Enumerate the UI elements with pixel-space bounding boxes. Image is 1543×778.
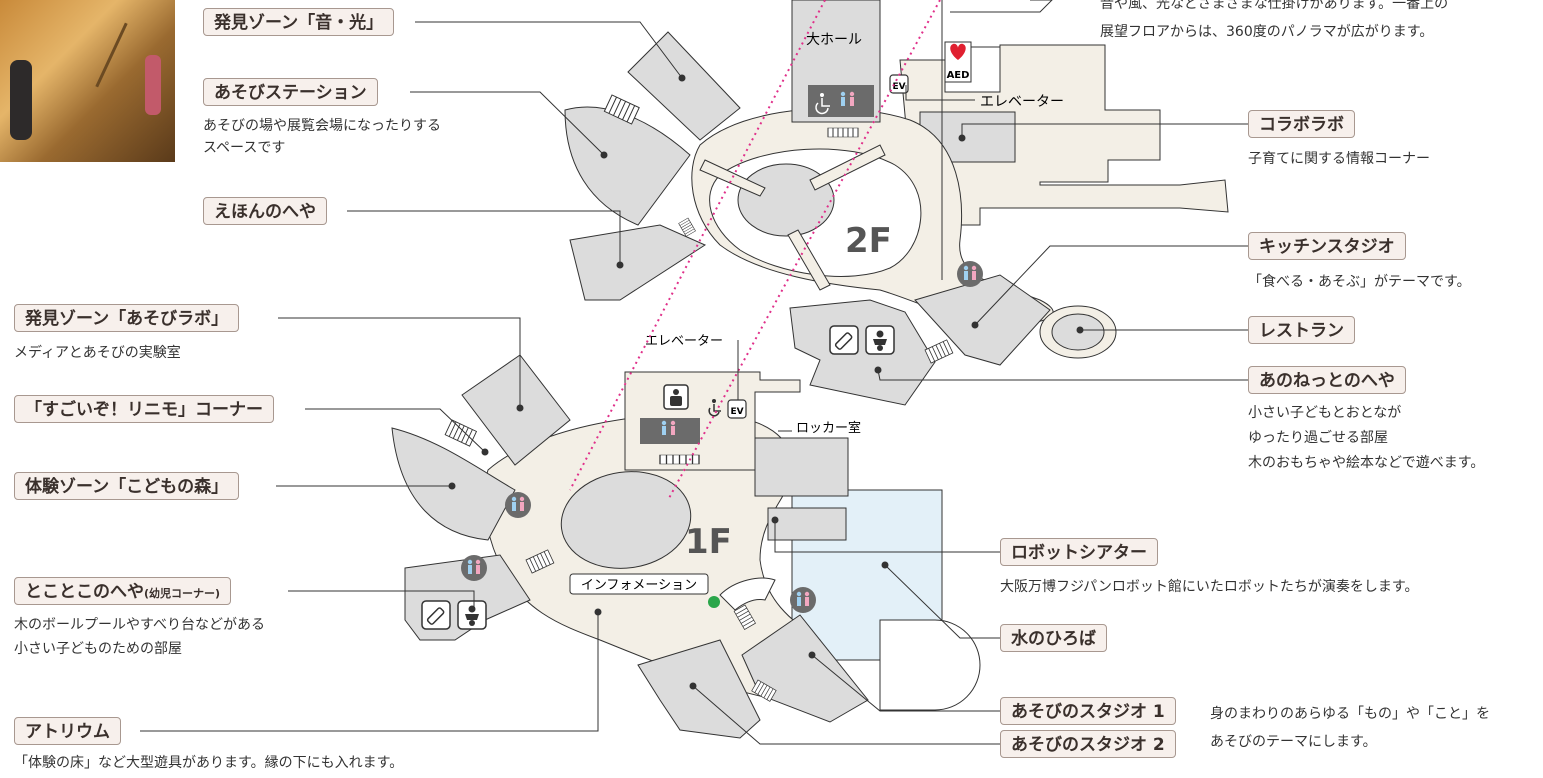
- floor-1f: EV インフォメーション エレベーター ロッカー室 1F: [391, 334, 981, 739]
- info-point-icon: [708, 596, 720, 608]
- desc-anonetto-3: 木のおもちゃや絵本などで遊べます。: [1248, 455, 1485, 471]
- floor-2f-label: 2F: [845, 221, 892, 261]
- baby-bottle-icon: [829, 325, 859, 355]
- dai-hall-label: 大ホール: [806, 32, 862, 48]
- nursing-room-icon: [663, 384, 689, 410]
- label-restaurant: レストラン: [1248, 316, 1355, 344]
- aed-icon: AED: [944, 41, 972, 83]
- label-studio2: あそびのスタジオ 2: [1000, 730, 1176, 758]
- desc-asobi-station-2: スペースです: [203, 140, 286, 156]
- locker-room-label: ロッカー室: [796, 420, 861, 436]
- desc-collabo: 子育てに関する情報コーナー: [1248, 151, 1430, 167]
- toilet-icon: [505, 492, 531, 518]
- ev-text-1f: EV: [730, 407, 743, 417]
- top-description-line1: 音や風、光などさまざまな仕掛けがあります。一番上の: [1100, 0, 1449, 12]
- diaper-change-icon: [457, 600, 487, 630]
- desc-hakken-labo: メディアとあそびの実験室: [14, 345, 181, 361]
- label-hakken-labo: 発見ゾーン「あそびラボ」: [14, 304, 240, 332]
- top-description-line2: 展望フロアからは、360度のパノラマが広がります。: [1100, 24, 1434, 40]
- label-mizu: 水のひろば: [1000, 624, 1107, 652]
- label-robot: ロボットシアター: [1000, 538, 1158, 566]
- label-sugoizo: 「すごいぞ！リニモ」コーナー: [14, 395, 274, 423]
- label-hakken-oto: 発見ゾーン「音・光」: [203, 8, 395, 36]
- toilet-icon: [661, 420, 676, 435]
- desc-atrium: 「体験の床」など大型遊具があります。縁の下にも入れます。: [14, 755, 404, 771]
- label-tokotoko: とことこのへや(幼児コーナー): [14, 577, 232, 605]
- floor-2f: EV AED 大ホール エレベーター 2F: [564, 0, 1229, 406]
- label-collabo: コラボラボ: [1248, 110, 1355, 138]
- floor-connector-lines: [569, 0, 941, 501]
- label-asobi-station: あそびステーション: [203, 78, 378, 106]
- label-anonetto: あのねっとのへや: [1248, 366, 1406, 394]
- svg-text:AED: AED: [947, 70, 970, 81]
- wheelchair-icon: [708, 399, 721, 417]
- elevator-label-1f: エレベーター: [645, 334, 723, 349]
- toilet-icon: [957, 261, 983, 287]
- label-ehon: えほんのへや: [203, 197, 327, 225]
- desc-robot: 大阪万博フジパンロボット館にいたロボットたちが演奏をします。: [1000, 579, 1419, 595]
- desc-tokotoko-2: 小さい子どものための部屋: [14, 641, 182, 657]
- label-kodomo-mori: 体験ゾーン「こどもの森」: [14, 472, 240, 500]
- label-atrium: アトリウム: [14, 717, 121, 745]
- elevator-icon: [727, 399, 747, 419]
- baby-bottle-icon: [421, 600, 451, 630]
- desc-anonetto-1: 小さい子どもとおとなが: [1248, 405, 1402, 421]
- wheelchair-icon: [815, 93, 830, 115]
- information-label: インフォメーション: [581, 578, 697, 593]
- desc-anonetto-2: ゆったり過ごせる部屋: [1248, 430, 1388, 446]
- desc-studio-2: あそびのテーマにします。: [1210, 734, 1377, 750]
- toilet-icon: [461, 555, 487, 581]
- floor-1f-label: 1F: [685, 522, 732, 562]
- photo-thumbnail: [0, 0, 175, 162]
- toilet-icon: [840, 91, 855, 106]
- leader-dots: [448, 74, 1084, 690]
- desc-kitchen: 「食べる・あそぶ」がテーマです。: [1248, 274, 1471, 290]
- label-studio1: あそびのスタジオ 1: [1000, 697, 1176, 725]
- toilet-icon: [790, 587, 816, 613]
- elevator-label-2f: エレベーター: [980, 94, 1064, 110]
- desc-asobi-station-1: あそびの場や展覧会場になったりする: [203, 118, 441, 134]
- diaper-change-icon: [865, 325, 895, 355]
- desc-studio-1: 身のまわりのあらゆる「もの」や「こと」を: [1210, 706, 1490, 722]
- ev-text-2f: EV: [892, 82, 905, 92]
- label-kitchen: キッチンスタジオ: [1248, 232, 1406, 260]
- desc-tokotoko-1: 木のボールプールやすべり台などがある: [14, 617, 266, 633]
